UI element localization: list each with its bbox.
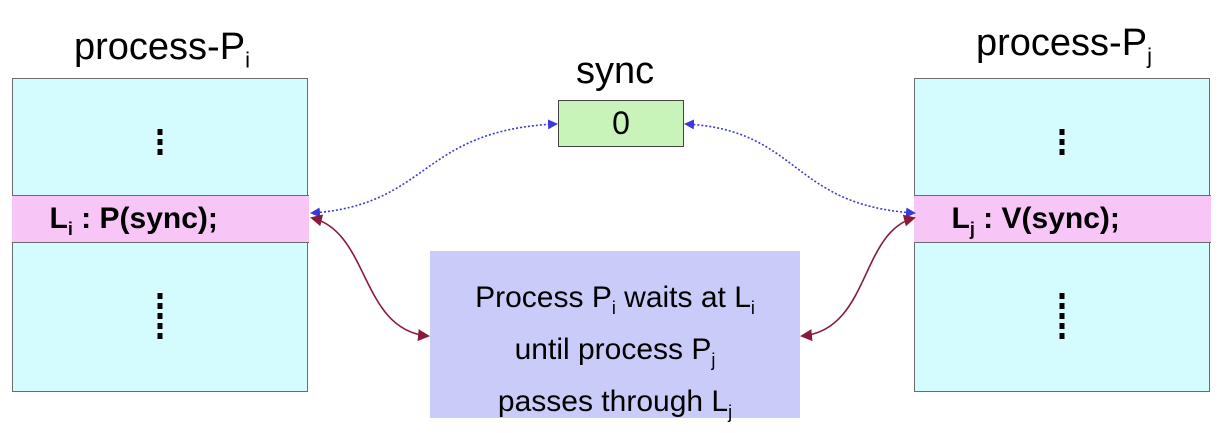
left-process-title-text: process-P [74, 26, 246, 68]
right-ellipsis-bottom [1059, 293, 1065, 343]
right-to-note-arrow [800, 214, 916, 342]
note-line-2-sub: j [711, 350, 716, 370]
right-ellipsis-top [1059, 129, 1065, 159]
left-to-semaphore-arrow [310, 119, 558, 218]
note-line-1-sub-1: i [611, 298, 616, 318]
note-line-1-sub-2: i [750, 298, 755, 318]
semaphore-box: 0 [558, 100, 684, 147]
note-line-1-b: waits at L [615, 281, 751, 314]
left-process-title: process-Pi [74, 26, 250, 74]
left-code-line: Li : P(sync); [11, 195, 309, 243]
left-label-post: : P(sync); [72, 202, 218, 235]
left-ellipsis-bottom [157, 293, 163, 343]
left-process-box: Li : P(sync); [11, 78, 309, 392]
note-line-2-a: until process P [514, 333, 712, 366]
right-process-title-text: process-P [976, 22, 1148, 64]
right-process-title-sub: j [1147, 43, 1152, 69]
note-box: Process Pi waits at Li until process Pj … [430, 251, 800, 422]
right-code-line: Lj : V(sync); [913, 195, 1211, 243]
left-label-sub: i [67, 219, 73, 239]
note-line-2: until process Pj [430, 329, 800, 381]
note-line-3-a: passes through L [497, 385, 729, 418]
note-line-1-a: Process P [475, 281, 612, 314]
left-label-pre: L [49, 202, 68, 235]
left-ellipsis-top [157, 129, 163, 159]
semaphore-value: 0 [612, 105, 630, 141]
left-to-note-arrow [310, 214, 430, 342]
right-process-box: Lj : V(sync); [913, 78, 1211, 392]
left-process-title-sub: i [245, 47, 250, 73]
right-to-semaphore-arrow [684, 119, 916, 218]
right-label-pre: L [951, 202, 970, 235]
right-label-sub: j [969, 219, 975, 239]
right-process-title: process-Pj [976, 22, 1152, 70]
note-line-3: passes through Lj [430, 381, 800, 433]
right-label-post: : V(sync); [974, 202, 1120, 235]
semaphore-title: sync [576, 50, 654, 93]
note-line-1: Process Pi waits at Li [430, 277, 800, 329]
semaphore-name: sync [576, 50, 655, 92]
note-line-3-sub: j [728, 402, 733, 422]
